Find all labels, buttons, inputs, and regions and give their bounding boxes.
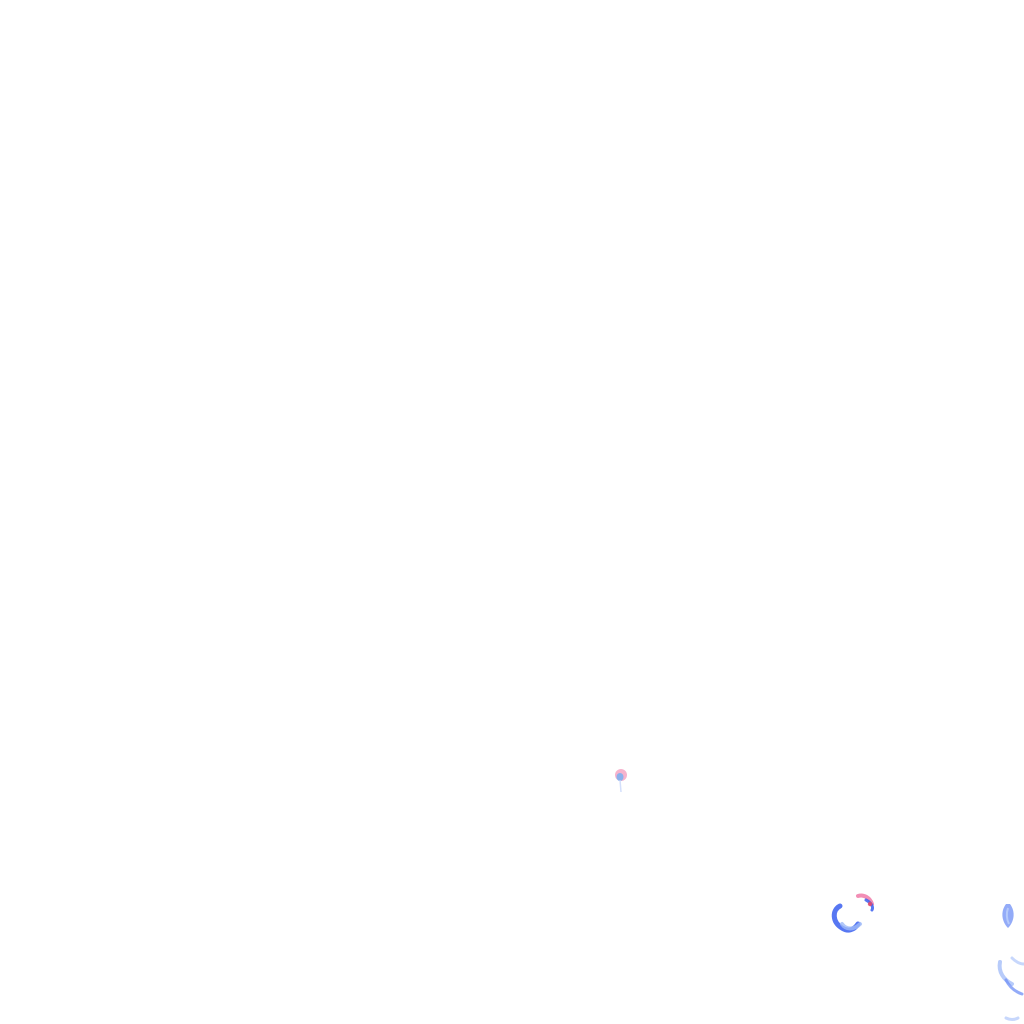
edge-speck-bottom	[992, 950, 1024, 1024]
edge-speck-top	[996, 898, 1024, 934]
small-speck	[612, 766, 630, 796]
ring-speck	[824, 884, 884, 936]
